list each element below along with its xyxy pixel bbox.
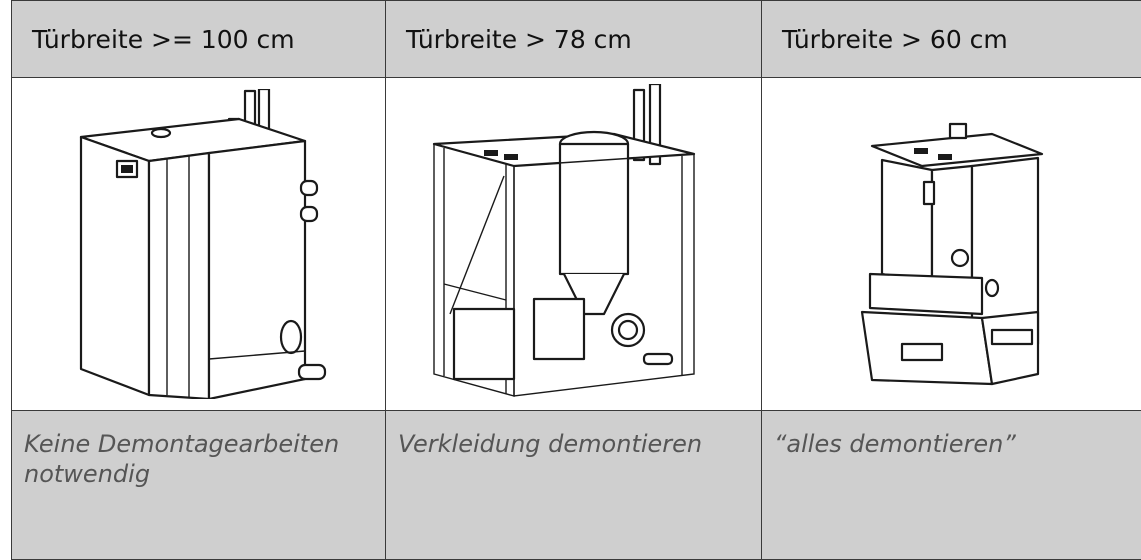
- image-cell-1: [12, 78, 386, 411]
- image-cell-2: [386, 78, 762, 411]
- image-cell-3: [762, 78, 1141, 411]
- image-row: [12, 78, 1141, 411]
- boiler-core-disassembled-icon: [842, 94, 1062, 394]
- header-cell-3: Türbreite > 60 cm: [762, 1, 1141, 78]
- header-cell-2: Türbreite > 78 cm: [386, 1, 762, 78]
- door-width-table: Türbreite >= 100 cm Türbreite > 78 cm Tü…: [11, 0, 1141, 560]
- note-cell-2: Verkleidung demontieren: [386, 411, 762, 560]
- note-cell-3: “alles demontieren”: [762, 411, 1141, 560]
- header-cell-1: Türbreite >= 100 cm: [12, 1, 386, 78]
- header-row: Türbreite >= 100 cm Türbreite > 78 cm Tü…: [12, 1, 1141, 78]
- boiler-frame-without-cladding-icon: [414, 84, 734, 404]
- note-cell-1: Keine Demontagearbeiten notwendig: [12, 411, 386, 560]
- boiler-with-cladding-icon: [49, 89, 349, 399]
- note-row: Keine Demontagearbeiten notwendig Verkle…: [12, 411, 1141, 560]
